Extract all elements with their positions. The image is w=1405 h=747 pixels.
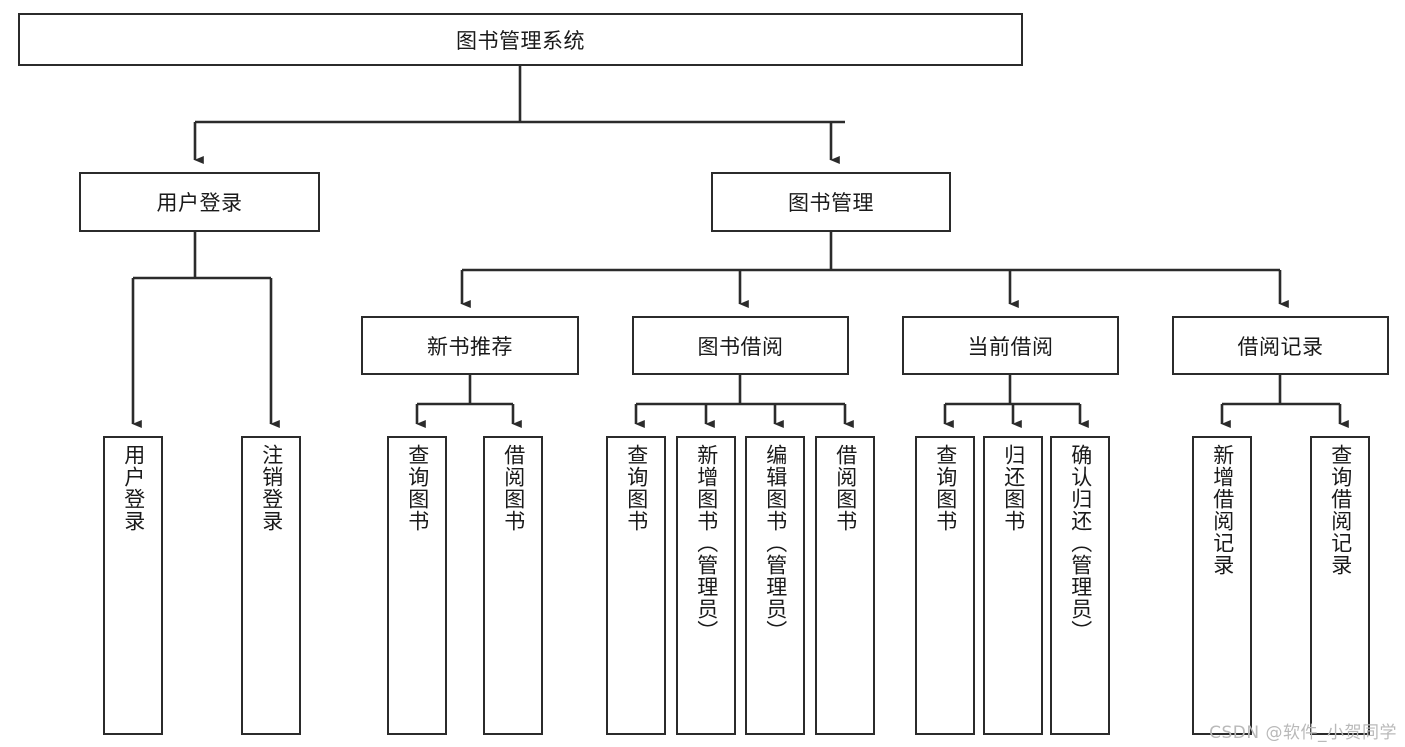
node-root[interactable]: 图书管理系统 [18,13,1023,66]
node-user-login[interactable]: 用户登录 [79,172,320,232]
node-book-management[interactable]: 图书管理 [711,172,951,232]
node-label: 查询图书 [624,444,649,532]
node-leaf-borrow-book[interactable]: 借阅图书 [815,436,875,735]
node-label: 新书推荐 [427,334,513,359]
node-leaf-query-book-new[interactable]: 查询图书 [387,436,447,735]
node-leaf-query-book-current[interactable]: 查询图书 [915,436,975,735]
node-leaf-return-book[interactable]: 归还图书 [983,436,1043,735]
node-leaf-add-book[interactable]: 新增图书（管理员） [676,436,736,735]
node-borrow-record[interactable]: 借阅记录 [1172,316,1389,375]
node-label: 用户登录 [121,444,146,532]
node-current-borrow[interactable]: 当前借阅 [902,316,1119,375]
node-label: 图书借阅 [697,334,784,359]
node-leaf-query-book-borrow[interactable]: 查询图书 [606,436,666,735]
node-label: 注销登录 [259,444,284,532]
node-label: 编辑图书（管理员） [763,444,788,642]
node-label: 新增图书（管理员） [694,444,719,642]
node-label: 当前借阅 [967,334,1054,359]
node-leaf-confirm-return[interactable]: 确认归还（管理员） [1050,436,1110,735]
node-leaf-query-borrow-record[interactable]: 查询借阅记录 [1310,436,1370,735]
node-label: 查询图书 [405,444,430,532]
node-leaf-logout[interactable]: 注销登录 [241,436,301,735]
node-label: 新增借阅记录 [1210,444,1235,576]
node-label: 查询图书 [933,444,958,532]
node-label: 图书管理系统 [456,28,585,53]
node-label: 确认归还（管理员） [1068,444,1093,642]
node-leaf-edit-book[interactable]: 编辑图书（管理员） [745,436,805,735]
node-label: 图书管理 [788,191,874,215]
node-book-borrow[interactable]: 图书借阅 [632,316,849,375]
node-label: 归还图书 [1001,444,1026,532]
node-leaf-user-login[interactable]: 用户登录 [103,436,163,735]
watermark: CSDN @软件_小贺同学 [1209,723,1397,743]
node-new-book-recommend[interactable]: 新书推荐 [361,316,579,375]
node-leaf-borrow-book-new[interactable]: 借阅图书 [483,436,543,735]
node-leaf-add-borrow-record[interactable]: 新增借阅记录 [1192,436,1252,735]
node-label: 查询借阅记录 [1328,444,1353,576]
node-label: 借阅图书 [833,444,858,532]
node-label: 借阅图书 [501,444,526,532]
node-label: 用户登录 [156,191,243,215]
node-label: 借阅记录 [1237,334,1324,359]
